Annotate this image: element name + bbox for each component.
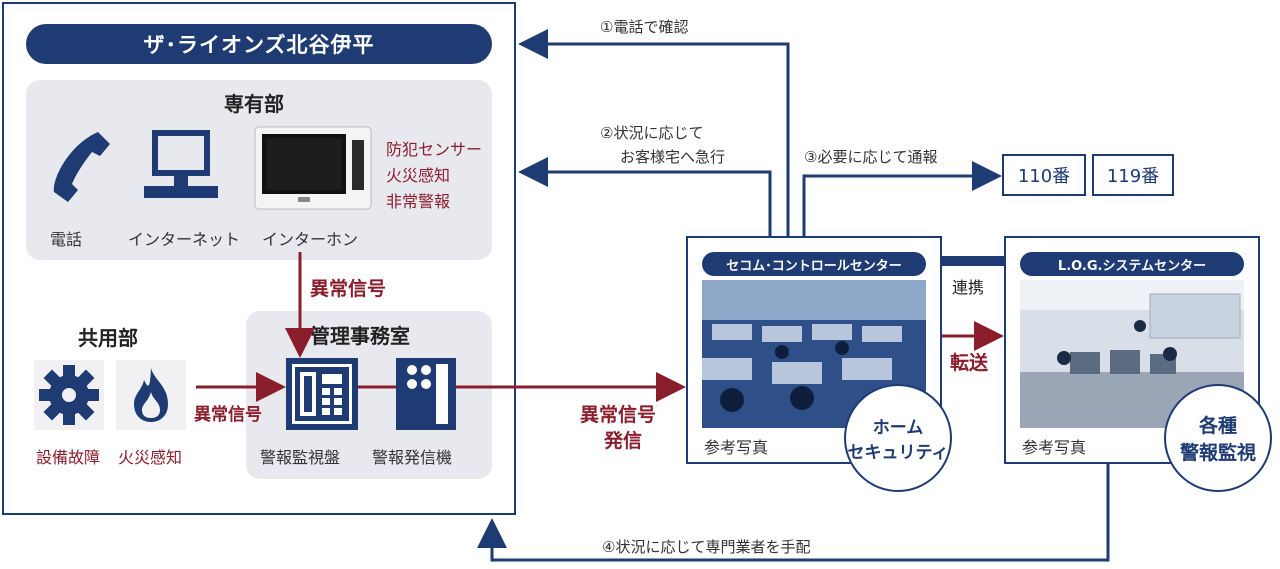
gear-icon — [34, 360, 104, 430]
alarm-monitoring-line1: 各種 — [1198, 415, 1237, 437]
internet-label: インターネット — [128, 230, 241, 249]
step1-label: ①電話で確認 — [600, 18, 689, 36]
step2-label-line1: ②状況に応じて — [600, 124, 704, 142]
log-photo-caption: 参考写真 — [1022, 438, 1087, 457]
alarm-panel-icon — [286, 358, 358, 430]
equipment-failure-label: 設備故障 — [36, 448, 101, 467]
police-number-box: 110番 — [1002, 154, 1086, 196]
private-area-heading: 専有部 — [224, 92, 284, 116]
common-area-heading: 共用部 — [78, 326, 138, 350]
log-center-box: L.O.G.システムセンター 参考写真 各種 警報監視 — [1004, 236, 1272, 492]
step3-label: ③必要に応じて通報 — [804, 148, 938, 166]
phone-icon — [46, 126, 114, 206]
intercom-icon — [254, 126, 372, 210]
intercom-label: インターホン — [262, 230, 359, 249]
secom-title: セコム･コントロールセンター — [702, 252, 926, 276]
fire-detection-label: 火災感知 — [118, 448, 183, 467]
home-security-circle: ホーム セキュリティ — [844, 384, 952, 492]
sensor-crime: 防犯センサー — [386, 140, 483, 159]
alarm-panel-label: 警報監視盤 — [260, 448, 341, 467]
abnormal-signal-left-label: 異常信号 — [194, 405, 262, 425]
phone-label: 電話 — [50, 230, 83, 249]
log-title: L.O.G.システムセンター — [1020, 252, 1244, 276]
secom-photo-caption: 参考写真 — [704, 438, 769, 457]
home-security-line2: セキュリティ — [847, 443, 949, 463]
abnormal-signal-down-label: 異常信号 — [310, 278, 387, 300]
monitor-icon — [140, 128, 222, 204]
building-title: ザ･ライオンズ北谷伊平 — [26, 24, 492, 64]
secom-center-box: セコム･コントロールセンター 参考写真 ホーム セキュリティ — [686, 236, 952, 492]
alarm-transmitter-label: 警報発信機 — [372, 448, 453, 467]
alarm-monitoring-line2: 警報監視 — [1179, 442, 1256, 464]
abnormal-signal-send-line2: 発信 — [604, 430, 643, 452]
alarm-monitoring-circle: 各種 警報監視 — [1164, 384, 1272, 492]
step4-label: ④状況に応じて専門業者を手配 — [602, 538, 811, 556]
sensor-fire: 火災感知 — [386, 166, 451, 185]
log-photo — [1020, 280, 1244, 428]
management-office-heading: 管理事務室 — [310, 324, 410, 348]
step2-label-line2: お客様宅へ急行 — [620, 148, 726, 166]
cooperation-label: 連携 — [952, 278, 985, 297]
building-frame — [2, 2, 516, 515]
fire-number-box: 119番 — [1092, 154, 1174, 196]
home-security-line1: ホーム — [872, 418, 924, 438]
flame-icon — [116, 360, 186, 430]
transfer-label: 転送 — [950, 352, 989, 374]
sensor-emergency: 非常警報 — [386, 192, 451, 211]
alarm-transmitter-icon — [396, 358, 456, 430]
abnormal-signal-send-line1: 異常信号 — [580, 404, 657, 426]
